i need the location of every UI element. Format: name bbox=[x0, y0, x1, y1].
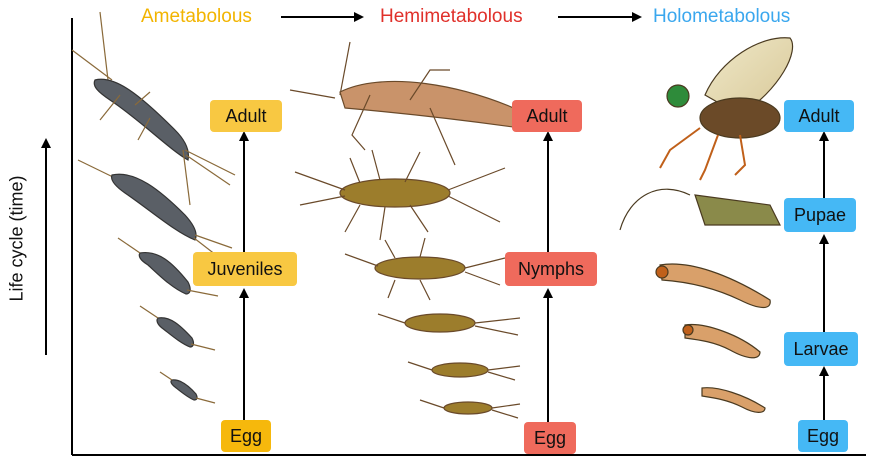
stage-box-adult-holometabolous: Adult bbox=[784, 100, 854, 132]
stage-box-egg-holometabolous: Egg bbox=[798, 420, 848, 452]
fly-illustrations bbox=[620, 38, 793, 413]
stage-box-juveniles: Juveniles bbox=[193, 252, 297, 286]
header-holometabolous: Holometabolous bbox=[653, 6, 790, 28]
silverfish-illustrations bbox=[72, 12, 235, 403]
stage-box-egg-hemimetabolous: Egg bbox=[524, 422, 576, 454]
stage-box-adult-ametabolous: Adult bbox=[210, 100, 282, 132]
stage-box-pupae: Pupae bbox=[784, 198, 856, 232]
stage-box-nymphs: Nymphs bbox=[505, 252, 597, 286]
stage-box-larvae: Larvae bbox=[784, 332, 858, 366]
stage-box-egg-ametabolous: Egg bbox=[221, 420, 271, 452]
header-ametabolous: Ametabolous bbox=[141, 6, 252, 28]
stage-box-adult-hemimetabolous: Adult bbox=[512, 100, 582, 132]
stonefly-illustrations bbox=[290, 42, 541, 418]
y-axis-label: Life cycle (time) bbox=[7, 174, 28, 304]
header-hemimetabolous: Hemimetabolous bbox=[380, 6, 523, 28]
